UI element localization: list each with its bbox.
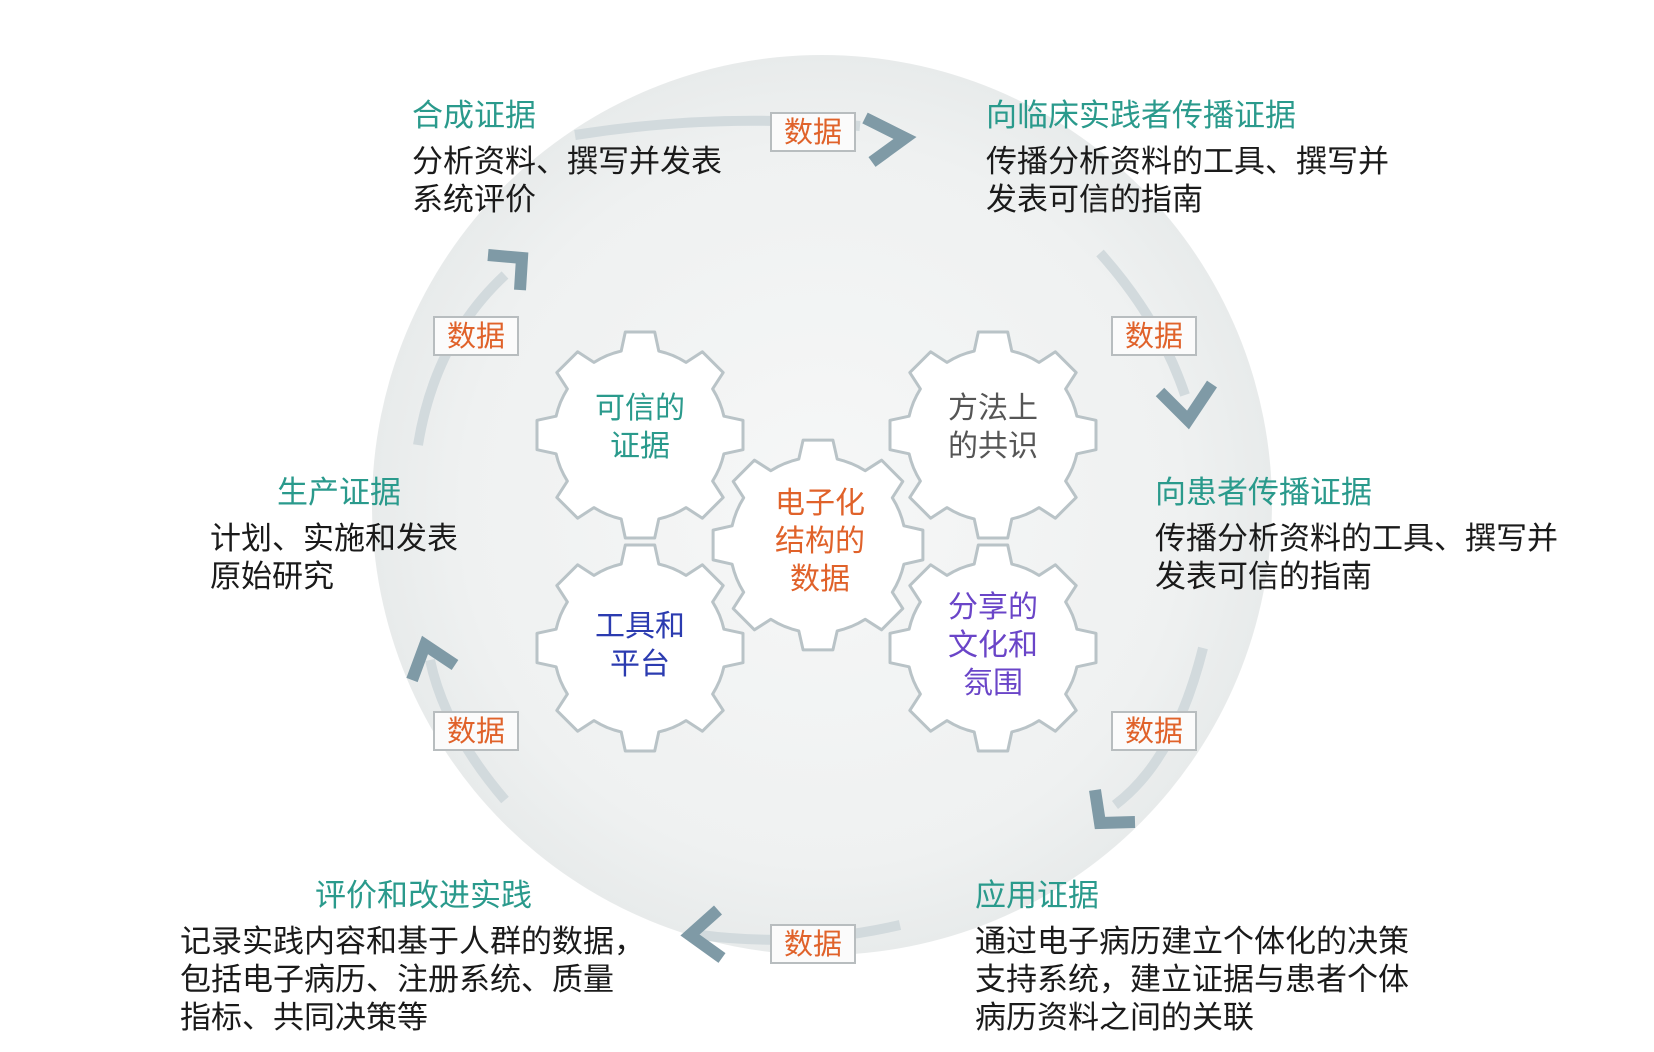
stage-desc-line: 原始研究 xyxy=(210,559,334,595)
stage-desc-evaluate: 记录实践内容和基于人群的数据， 包括电子病历、注册系统、质量 指标、共同决策等 xyxy=(180,923,645,1037)
gear-text-line: 的共识 xyxy=(948,429,1038,464)
gear-text-line: 氛围 xyxy=(963,666,1023,701)
stage-desc-line: 发表可信的指南 xyxy=(1155,559,1372,595)
stage-desc-line: 指标、共同决策等 xyxy=(180,1000,428,1036)
gear-text-line: 结构的 xyxy=(775,524,865,559)
gear-text-line: 电子化 xyxy=(775,486,865,521)
stage-desc-clinicians: 传播分析资料的工具、撰写并 发表可信的指南 xyxy=(986,143,1389,219)
data-tag-bottom: 数据 xyxy=(770,924,856,964)
stage-desc-line: 包括电子病历、注册系统、质量 xyxy=(180,962,614,998)
gear-text-line: 可信的 xyxy=(595,391,685,426)
stage-desc-line: 计划、实施和发表 xyxy=(210,521,458,557)
gear-text-line: 分享的 xyxy=(948,590,1038,625)
stage-desc-produce: 计划、实施和发表 原始研究 xyxy=(210,520,458,596)
stage-desc-line: 传播分析资料的工具、撰写并 xyxy=(1155,521,1558,557)
gear-text-line: 工具和 xyxy=(595,609,685,644)
stage-desc-line: 支持系统，建立证据与患者个体 xyxy=(975,962,1409,998)
stage-title-clinicians: 向临床实践者传播证据 xyxy=(986,98,1296,134)
gear-text-line: 证据 xyxy=(610,429,670,464)
gear-text-line: 方法上 xyxy=(948,391,1038,426)
stage-desc-line: 记录实践内容和基于人群的数据， xyxy=(180,924,645,960)
gear-methodological-consensus xyxy=(888,330,1098,540)
gear-layer xyxy=(535,330,1098,753)
gear-text-methodological-consensus: 方法上 的共识 xyxy=(928,390,1058,466)
stage-desc-line: 病历资料之间的关联 xyxy=(975,1000,1254,1036)
stage-desc-line: 发表可信的指南 xyxy=(986,182,1203,218)
data-tag-top-left: 数据 xyxy=(433,316,519,356)
stage-desc-apply: 通过电子病历建立个体化的决策 支持系统，建立证据与患者个体 病历资料之间的关联 xyxy=(975,923,1409,1037)
gear-text-trusted-evidence: 可信的 证据 xyxy=(580,390,700,466)
data-tag-bottom-right: 数据 xyxy=(1111,711,1197,751)
gear-center xyxy=(711,438,925,652)
stage-title-apply: 应用证据 xyxy=(975,878,1099,914)
gear-trusted-evidence xyxy=(535,330,745,540)
stage-title-produce: 生产证据 xyxy=(277,475,401,511)
stage-desc-synthesize: 分析资料、撰写并发表 系统评价 xyxy=(412,143,722,219)
gear-sharing-culture xyxy=(888,543,1098,753)
data-tag-bottom-left: 数据 xyxy=(433,711,519,751)
gear-text-line: 文化和 xyxy=(948,628,1038,663)
stage-desc-line: 分析资料、撰写并发表 xyxy=(412,144,722,180)
stage-desc-line: 系统评价 xyxy=(412,182,536,218)
stage-desc-line: 传播分析资料的工具、撰写并 xyxy=(986,144,1389,180)
gear-text-line: 数据 xyxy=(790,562,850,597)
gear-tools-platforms xyxy=(535,543,745,753)
stage-title-synthesize: 合成证据 xyxy=(412,98,536,134)
stage-title-patients: 向患者传播证据 xyxy=(1155,475,1372,511)
stage-desc-patients: 传播分析资料的工具、撰写并 发表可信的指南 xyxy=(1155,520,1558,596)
stage-title-evaluate: 评价和改进实践 xyxy=(315,878,532,914)
stage-desc-line: 通过电子病历建立个体化的决策 xyxy=(975,924,1409,960)
gear-text-line: 平台 xyxy=(610,647,670,682)
gear-text-center: 电子化 结构的 数据 xyxy=(755,485,885,599)
data-tag-top-right: 数据 xyxy=(1111,316,1197,356)
gear-text-sharing-culture: 分享的 文化和 氛围 xyxy=(928,589,1058,703)
gear-text-tools-platforms: 工具和 平台 xyxy=(580,608,700,684)
data-tag-top: 数据 xyxy=(770,112,856,152)
